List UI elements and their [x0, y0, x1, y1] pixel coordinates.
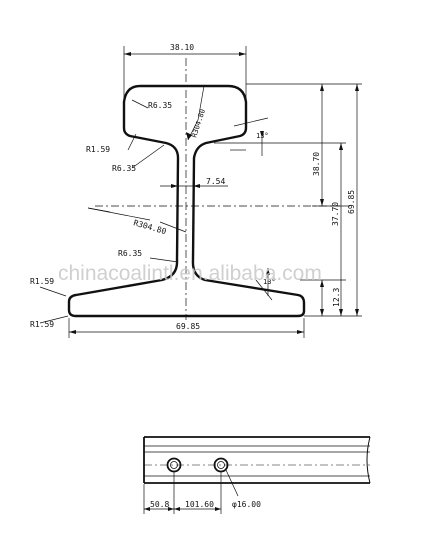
head-angle-label: 13° — [256, 132, 269, 140]
dimension-lines — [39, 46, 362, 338]
web-thickness-label: 7.54 — [206, 177, 225, 186]
r2-upper-left-label: R6.35 — [112, 164, 136, 173]
centre-lines — [95, 58, 340, 320]
base-thickness-label: 12.3 — [332, 288, 341, 307]
base-width-label: 69.85 — [176, 322, 200, 331]
rail-cross-section — [67, 84, 306, 318]
base-r-top-label: R1.59 — [30, 277, 54, 286]
bolt-hole-1 — [166, 457, 182, 473]
hole-spacing-label: 101.60 — [185, 500, 214, 509]
rail-outline — [67, 84, 306, 318]
web-radius-lower-label: R304.80 — [132, 218, 167, 236]
bolt-hole-2 — [213, 457, 229, 473]
head-radius-label: R6.35 — [148, 101, 172, 110]
rail-side-view — [143, 436, 371, 514]
center-height-label: 37.70 — [331, 202, 340, 226]
base-fillet-label: R6.35 — [118, 249, 142, 258]
hole-diameter-label: φ16.00 — [232, 500, 261, 509]
web-radius-label: R304.80 — [190, 108, 207, 139]
top-width-label: 38.10 — [170, 43, 194, 52]
watermark: chinacoalintl.en.alibaba.com — [58, 262, 322, 285]
side-view-arrows — [144, 507, 221, 511]
total-height-label: 69.85 — [347, 190, 356, 214]
base-angle-label: 13° — [263, 278, 276, 286]
head-height-label: 38.70 — [312, 152, 321, 176]
arrowheads — [69, 52, 359, 334]
hole-offset-label: 50.8 — [150, 500, 169, 509]
base-r-bottom-label: R1.59 — [30, 320, 54, 329]
side-view-labels: 50.8 101.60 φ16.00 — [150, 500, 261, 509]
r-upper-left-label: R1.59 — [86, 145, 110, 154]
